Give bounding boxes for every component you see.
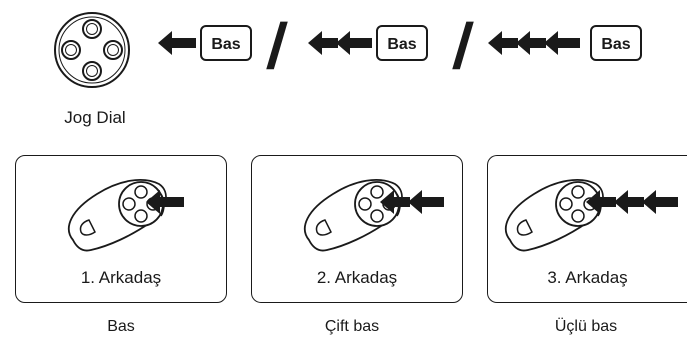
remote-with-jog-dial-icon bbox=[68, 179, 167, 252]
remote-with-jog-dial-icon bbox=[304, 179, 403, 252]
double-arrow-left-icon bbox=[308, 31, 372, 55]
card-label: 3. Arkadaş bbox=[547, 268, 628, 287]
friend-card-1: 1. Arkadaş bbox=[15, 155, 227, 303]
friend-card-2: 2. Arkadaş bbox=[251, 155, 463, 303]
jog-dial-icon bbox=[54, 12, 130, 88]
remote-with-jog-dial-icon bbox=[505, 179, 604, 252]
separator-slash-2: / bbox=[450, 10, 476, 82]
press-button-single: Bas bbox=[200, 25, 252, 61]
press-type-label: Çift bas bbox=[324, 318, 380, 335]
friend-card-3: 3. Arkadaş bbox=[487, 155, 687, 303]
separator-slash-1: / bbox=[264, 10, 290, 82]
triple-arrow-left-icon bbox=[488, 31, 580, 55]
press-button-triple: Bas bbox=[590, 25, 642, 61]
press-type-label: Üçlü bas bbox=[554, 318, 618, 335]
arrow-left-icon bbox=[146, 190, 184, 214]
card-label: 2. Arkadaş bbox=[316, 268, 398, 287]
press-button-double: Bas bbox=[376, 25, 428, 61]
card-label: 1. Arkadaş bbox=[80, 268, 162, 287]
arrow-left-icon bbox=[158, 31, 196, 55]
jog-dial-caption: Jog Dial bbox=[64, 108, 126, 127]
double-arrow-left-icon bbox=[380, 190, 444, 214]
triple-arrow-left-icon bbox=[586, 190, 678, 214]
press-type-label: Bas bbox=[107, 318, 135, 335]
